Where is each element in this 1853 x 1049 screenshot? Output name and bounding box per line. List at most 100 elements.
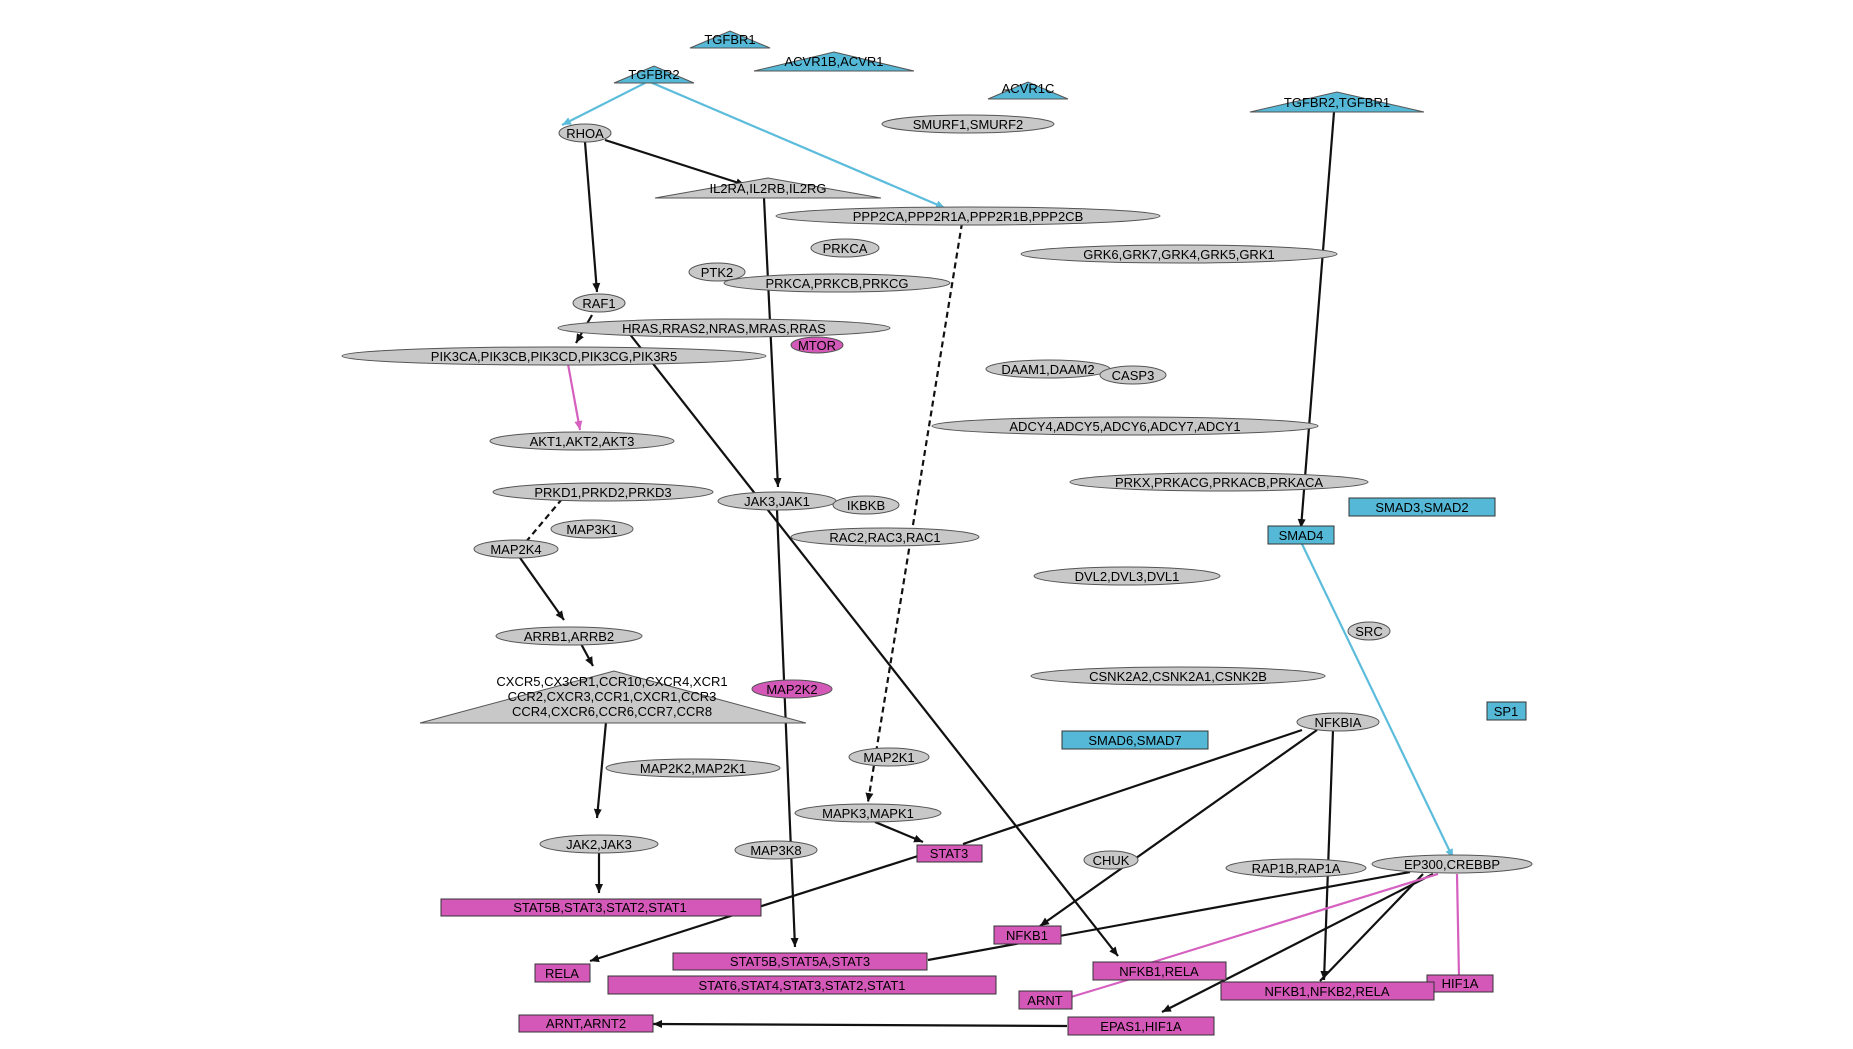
node-tgfbr2-tgfbr1-shape [1249,91,1425,113]
node-il2r-shape [654,177,882,199]
edge-jak3jak1-stat5b2 [775,509,799,948]
node-acvr1b-acvr1-shape [753,51,915,72]
node-nfkb1: NFKB1 [993,925,1062,945]
node-prkx-shape [1069,472,1369,492]
node-acvr1c-shape [987,81,1069,100]
node-casp3-label: CASP3 [1112,368,1155,383]
node-pik3-label: PIK3CA,PIK3CB,PIK3CD,PIK3CG,PIK3R5 [431,349,677,364]
edge-rhoa-il2r [604,138,746,187]
node-rac-label: RAC2,RAC3,RAC1 [829,530,940,545]
node-tgfbr2-tgfbr1-label: TGFBR2,TGFBR1 [1284,95,1390,110]
node-jak2jak3: JAK2,JAK3 [539,834,659,854]
edge-nfkb1rela-arnt [1070,976,1135,999]
node-smad4-shape [1267,525,1335,545]
node-smurf: SMURF1,SMURF2 [881,114,1055,134]
node-stat5b-set1-label: STAT5B,STAT3,STAT2,STAT1 [513,900,687,915]
node-ptk2-shape [688,262,746,282]
node-smad6smad7-shape [1061,730,1209,750]
node-casp3-shape [1099,365,1167,385]
node-tgfbr1: TGFBR1 [689,30,771,49]
node-ptk2-label: PTK2 [701,265,734,280]
node-map2k1: MAP2K1 [848,747,930,767]
node-rap1: RAP1B,RAP1A [1225,858,1367,878]
node-stat3: STAT3 [916,844,983,863]
node-arnt-arnt2-shape [518,1014,654,1033]
node-prkca: PRKCA [810,238,880,258]
node-prkd-label: PRKD1,PRKD2,PRKD3 [534,485,671,500]
node-grk-shape [1020,244,1338,264]
edge-ep300-nfkb1rela [1149,872,1439,965]
node-smad4-label: SMAD4 [1279,528,1324,543]
node-prkc3-shape [723,273,951,293]
node-jak2jak3-label: JAK2,JAK3 [566,837,632,852]
node-ikbkb: IKBKB [832,495,900,515]
node-acvr1b-acvr1-label: ACVR1B,ACVR1 [785,54,884,69]
node-stat5b-set2-shape [672,952,928,971]
edge-ep300-epas1 [1161,873,1434,1013]
node-map3k8-label: MAP3K8 [750,843,801,858]
node-ikbkb-label: IKBKB [847,498,885,513]
node-tgfbr2-shape [613,65,695,84]
node-rhoa-shape [558,123,612,143]
edge-ppp2-mapk3 [865,222,964,803]
node-cxcr-label-1: CXCR5,CX3CR1,CCR10,CXCR4,XCR1 [496,674,727,689]
node-pik3-shape [341,346,767,366]
node-il2r: IL2RA,IL2RB,IL2RG [654,177,882,199]
node-arrb: ARRB1,ARRB2 [495,626,643,646]
node-tgfbr2-tgfbr1: TGFBR2,TGFBR1 [1249,91,1425,113]
node-raf1: RAF1 [572,293,626,313]
node-stat5b-set1-shape [440,898,762,917]
node-map2k2map2k1-label: MAP2K2,MAP2K1 [640,761,746,776]
node-smad6smad7-label: SMAD6,SMAD7 [1088,733,1181,748]
node-map2k1-label: MAP2K1 [863,750,914,765]
node-map2k1-shape [848,747,930,767]
node-src-label: SRC [1355,624,1382,639]
node-src-shape [1347,621,1391,641]
node-jak3jak1: JAK3,JAK1 [717,491,837,511]
node-cxcr-shape [419,670,807,724]
node-dvl-label: DVL2,DVL3,DVL1 [1075,569,1180,584]
node-hif1a: HIF1A [1426,974,1494,993]
node-map2k2map2k1-shape [605,758,781,778]
node-raf1-label: RAF1 [582,296,615,311]
node-csnk2-shape [1030,666,1326,686]
nodes: TGFBR1 ACVR1B,ACVR1 TGFBR2 ACVR1C TGFBR2… [341,30,1533,1036]
node-sp1: SP1 [1486,701,1527,721]
node-rela: RELA [534,963,591,983]
edge-nfkbia-nfkb1 [1039,729,1318,927]
node-arrb-label: ARRB1,ARRB2 [524,629,614,644]
node-stat5b-set2: STAT5B,STAT5A,STAT3 [672,952,928,971]
edge-arrb-cxcr [579,641,594,667]
node-ptk2: PTK2 [688,262,746,282]
node-daam: DAAM1,DAAM2 [985,359,1111,379]
edge-epas1-arnt [652,1020,1068,1029]
node-rela-label: RELA [545,966,579,981]
edge-smad4-ep300 [1301,543,1454,859]
node-arrb-shape [495,626,643,646]
node-arnt-arnt2: ARNT,ARNT2 [518,1014,654,1033]
node-il2r-label: IL2RA,IL2RB,IL2RG [709,181,826,196]
node-map2k2: MAP2K2 [751,679,833,699]
node-rap1-shape [1225,858,1367,878]
node-smurf-label: SMURF1,SMURF2 [913,117,1024,132]
node-prkca-label: PRKCA [823,241,868,256]
node-akt-shape [489,431,675,451]
node-map3k1-label: MAP3K1 [566,522,617,537]
node-rhoa: RHOA [558,123,612,143]
node-jak2jak3-shape [539,834,659,854]
edge-nfkbia-stat3 [962,728,1303,846]
edge-mapk3-stat3 [874,820,924,844]
node-acvr1c: ACVR1C [987,81,1069,100]
edge-tgfbr2-rhoa [561,82,646,126]
node-hif1a-label: HIF1A [1442,976,1479,991]
node-map2k4-label: MAP2K4 [490,542,541,557]
node-nfkbia: NFKBIA [1296,712,1380,732]
node-stat3-label: STAT3 [930,846,969,861]
node-rap1-label: RAP1B,RAP1A [1252,861,1341,876]
node-stat5b-set1: STAT5B,STAT3,STAT2,STAT1 [440,898,762,917]
node-prkx-label: PRKX,PRKACG,PRKACB,PRKACA [1115,475,1323,490]
edge-tgfbr2-ppp2 [649,80,946,210]
node-ep300-shape [1371,854,1533,874]
node-map2k4: MAP2K4 [473,539,559,559]
node-raf1-shape [572,293,626,313]
